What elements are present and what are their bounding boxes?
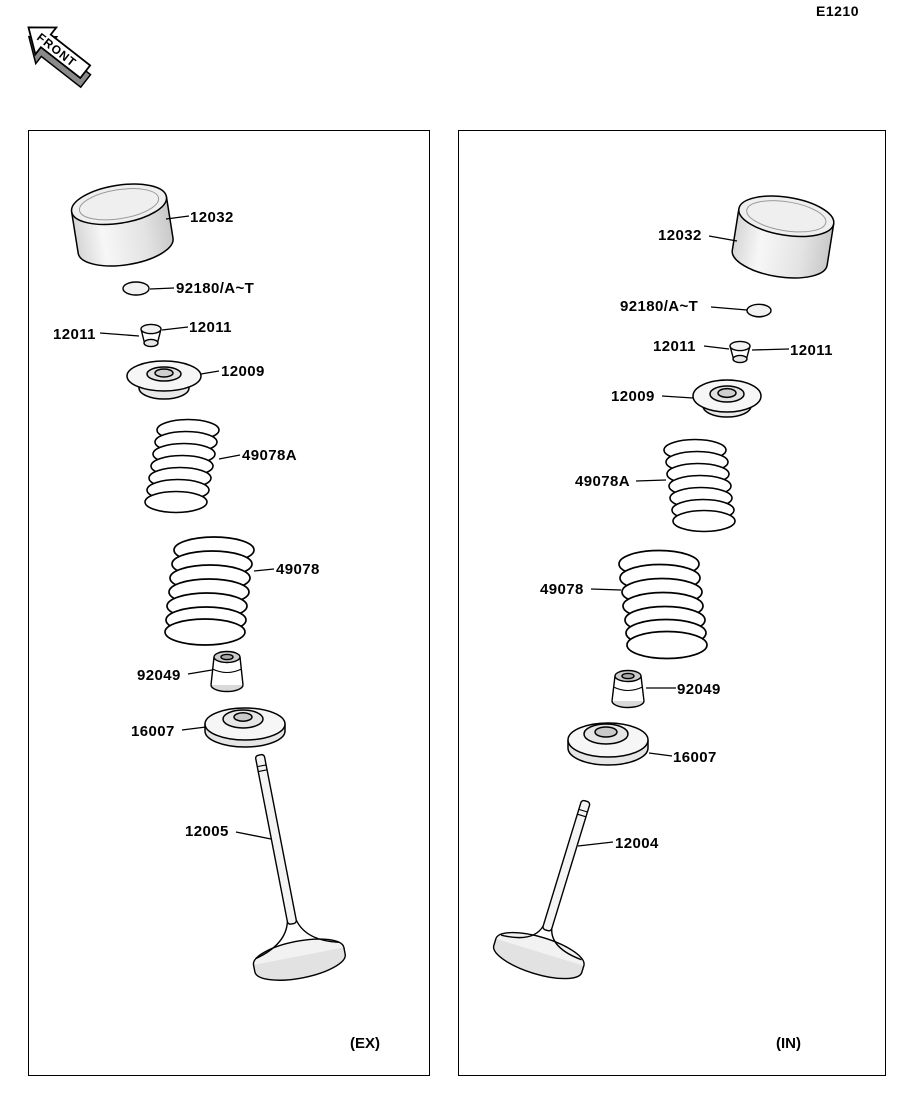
ex-tappet-label: 12032	[190, 209, 234, 226]
ex-seat-label: 16007	[131, 723, 175, 740]
in-valve-label: 12004	[615, 835, 659, 852]
in-caption: (IN)	[776, 1035, 801, 1052]
in-keeper-right-label: 12011	[790, 342, 833, 359]
in-seat-label: 16007	[673, 749, 717, 766]
in-seal-label: 92049	[677, 681, 721, 698]
in-shim-label: 92180/A~T	[620, 298, 699, 315]
in-retainer-label: 12009	[611, 388, 655, 405]
ex-keeper-left-label: 12011	[53, 326, 96, 343]
page-code: E1210	[816, 3, 859, 19]
ex-valve-label: 12005	[185, 823, 229, 840]
ex-outer-spring-label: 49078	[276, 561, 320, 578]
in-tappet-label: 12032	[658, 227, 702, 244]
in-inner-spring-label: 49078A	[575, 473, 630, 490]
ex-retainer-label: 12009	[221, 363, 265, 380]
ex-seal-label: 92049	[137, 667, 181, 684]
in-outer-spring-label: 49078	[540, 581, 584, 598]
ex-inner-spring-label: 49078A	[242, 447, 297, 464]
front-arrow: FRONT	[27, 26, 92, 89]
ex-shim-label: 92180/A~T	[176, 280, 255, 297]
front-label: FRONT	[34, 30, 79, 70]
ex-caption: (EX)	[350, 1035, 380, 1052]
ex-keeper-right-label: 12011	[189, 319, 232, 336]
in-keeper-left-label: 12011	[653, 338, 696, 355]
panel-intake	[458, 130, 886, 1076]
panel-exhaust	[28, 130, 430, 1076]
